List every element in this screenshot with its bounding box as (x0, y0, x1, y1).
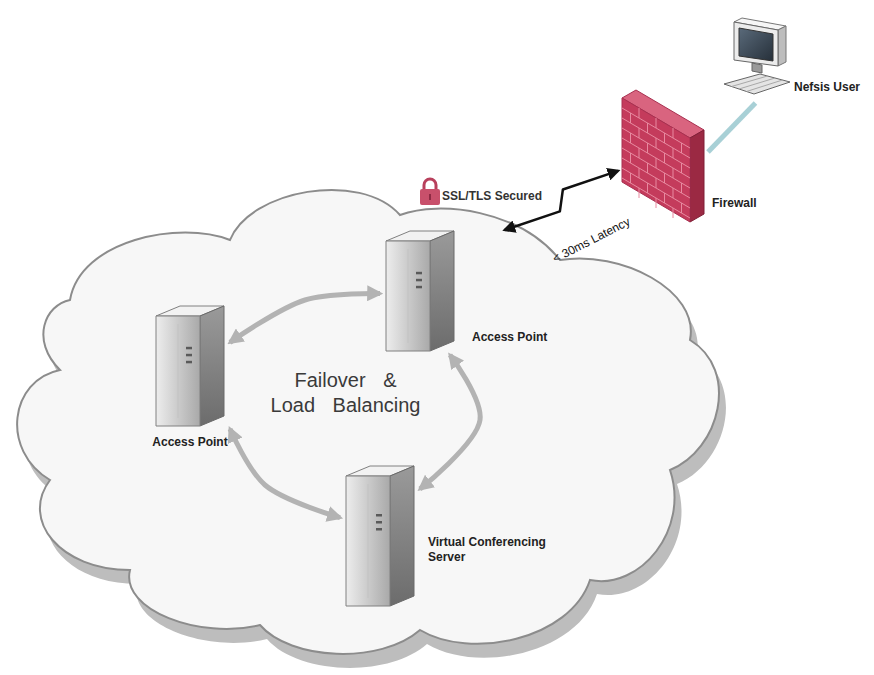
server-tower-shape (380, 225, 460, 355)
lock-icon (420, 179, 440, 205)
brick-mortar (622, 108, 690, 148)
node-label: Virtual Conferencing Server (428, 535, 552, 565)
brick-joint (681, 143, 682, 153)
brick-joint (673, 148, 674, 158)
monitor-bezel (734, 22, 778, 66)
wall-side (690, 130, 704, 222)
tower-light (376, 521, 382, 524)
brick-joint (656, 178, 657, 188)
node-label: Firewall (712, 196, 774, 211)
brick-joint (639, 108, 640, 118)
monitor-screen (739, 28, 773, 61)
brick-joint (647, 163, 648, 173)
tower-side (200, 306, 224, 426)
brick-joint (673, 188, 674, 198)
tower-front (346, 476, 390, 606)
brick-joint (681, 183, 682, 193)
brick-joint (673, 208, 674, 218)
cloud-outline (17, 190, 719, 654)
brick-joint (639, 148, 640, 158)
link-arrow (230, 293, 380, 342)
node-label: Access Point (472, 330, 572, 345)
server-tower-shape (340, 460, 420, 610)
brick-joint (664, 133, 665, 143)
keyboard (724, 74, 790, 94)
user-computer: Nefsis User (720, 18, 792, 103)
brick-mortar (622, 138, 690, 178)
node-label: Nefsis User (794, 80, 870, 95)
tower-seam (368, 484, 369, 598)
tower-seam (178, 324, 179, 418)
tower-light (186, 354, 192, 357)
link-arrow (420, 355, 480, 489)
tower-light (376, 514, 382, 517)
tower-side (430, 231, 454, 351)
brick-mortar (622, 128, 690, 168)
wall-front (622, 98, 690, 222)
brick-joint (647, 183, 648, 193)
brick-joint (639, 188, 640, 198)
tower-light (416, 272, 422, 275)
brick-mortar (622, 168, 690, 208)
brick-joint (673, 128, 674, 138)
edge-label: < 30ms Latency (551, 214, 634, 266)
brick-joint (681, 163, 682, 173)
brick-joint (681, 203, 682, 213)
server-tower-shape (150, 300, 230, 430)
brick-joint (656, 118, 657, 128)
brick-mortar (622, 158, 690, 198)
brick-mortar (622, 148, 690, 188)
security-note: SSL/TLS Secured (442, 189, 552, 204)
tower-light (186, 347, 192, 350)
node-label: Access Point (130, 435, 250, 450)
brick-joint (673, 168, 674, 178)
tower-seam (408, 249, 409, 343)
brick-joint (647, 143, 648, 153)
keyboard-row (739, 78, 775, 89)
tower-side (390, 466, 414, 606)
server-tower: Access Point (380, 225, 460, 355)
keyboard-row (732, 76, 768, 87)
tower-light (376, 528, 382, 531)
firewall: Firewall (618, 88, 708, 224)
network-cable (708, 103, 755, 152)
tower-light (186, 361, 192, 364)
brick-joint (630, 133, 631, 143)
tower-front (156, 316, 200, 426)
brick-joint (664, 173, 665, 183)
tower-light (416, 286, 422, 289)
brick-joint (656, 138, 657, 148)
brick-joint (664, 153, 665, 163)
link-arrow (230, 429, 340, 518)
keyboard-row (747, 80, 783, 92)
brick-joint (639, 168, 640, 178)
brick-joint (656, 158, 657, 168)
server-tower: Access Point (150, 300, 230, 430)
brick-mortar (622, 118, 690, 158)
brick-joint (639, 128, 640, 138)
monitor-stand (752, 63, 762, 73)
brick-joint (630, 173, 631, 183)
tower-light (416, 279, 422, 282)
brick-joint (656, 198, 657, 208)
brick-joint (630, 113, 631, 123)
brick-mortar (622, 178, 690, 218)
cloud-region: Failover & Load BalancingAccess PointAcc… (15, 230, 720, 665)
brick-joint (664, 193, 665, 203)
monitor-side (778, 26, 786, 66)
server-tower: Virtual Conferencing Server (340, 460, 420, 610)
tower-front (386, 241, 430, 351)
firewall-shape (618, 88, 708, 224)
region-heading: Failover & Load Balancing (268, 368, 423, 418)
brick-joint (630, 153, 631, 163)
user-computer-shape (720, 18, 792, 103)
brick-joint (647, 123, 648, 133)
